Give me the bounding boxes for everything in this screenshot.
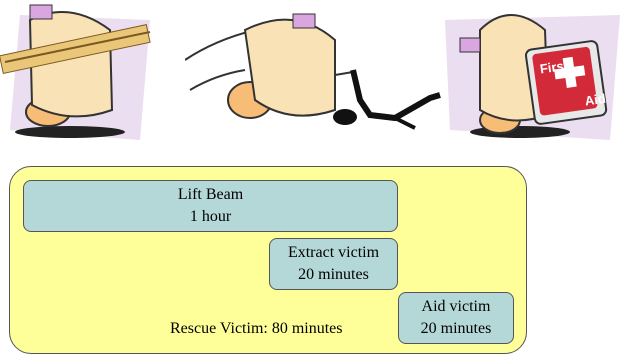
task-extract-victim: Extract victim 20 minutes [269,238,398,290]
task-name: Aid victim [422,296,491,318]
robot-extracting-victim-illustration [185,0,455,150]
task-name: Lift Beam [178,184,243,206]
task-duration: 20 minutes [421,318,492,340]
task-name: Extract victim [288,242,379,264]
task-lift-beam: Lift Beam 1 hour [23,180,398,232]
total-duration-label: Rescue Victim: 80 minutes [170,320,343,338]
first-aid-kit-label-line2: Aid [584,91,607,109]
task-duration: 1 hour [190,206,231,228]
robot-first-aid-illustration: First Aid [430,0,621,150]
task-duration: 20 minutes [298,264,369,286]
task-aid-victim: Aid victim 20 minutes [398,292,514,344]
robot-lifting-beam-illustration [0,0,160,150]
